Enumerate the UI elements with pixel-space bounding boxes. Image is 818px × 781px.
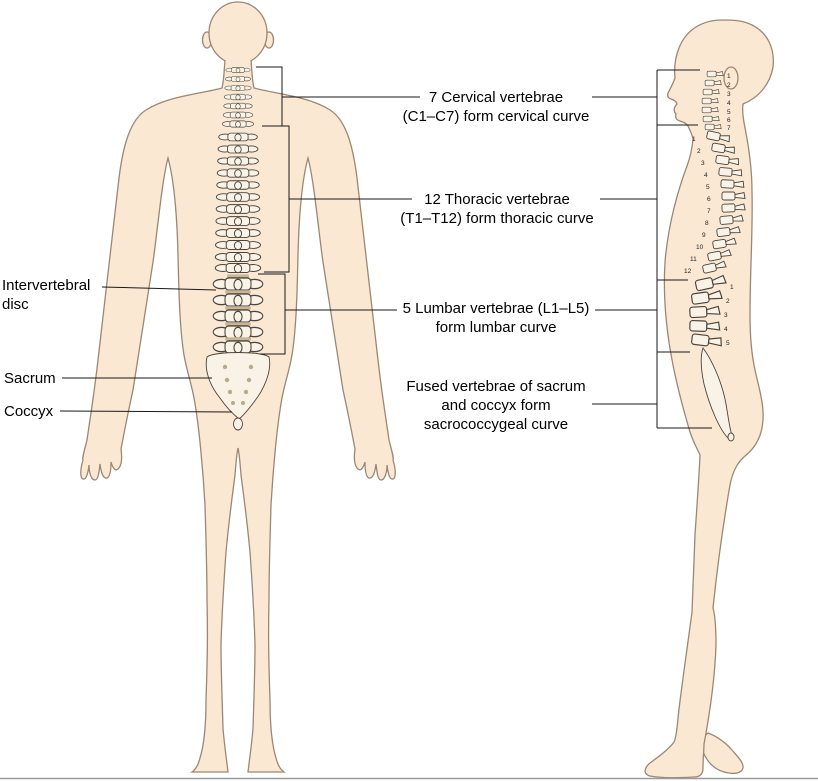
vertebra-number: 2 <box>726 298 730 305</box>
vertebra-number: 8 <box>705 220 709 227</box>
vertebra-number: 10 <box>696 244 704 251</box>
vertebra-number: 9 <box>702 232 706 239</box>
vertebra-number: 4 <box>727 100 731 107</box>
sacral-foramina <box>222 364 254 405</box>
vertebra <box>215 240 261 251</box>
vertebra <box>222 111 254 119</box>
lateral-bracket <box>656 69 712 429</box>
sacrum-shape <box>205 352 271 420</box>
lateral-spine: 1 2 3 4 5 6 7 1 2 3 4 5 6 7 8 9 10 11 12… <box>684 70 746 442</box>
region-label-right-leaders <box>592 96 657 405</box>
vertebra-number: 4 <box>704 172 708 179</box>
vertebra <box>225 76 251 82</box>
lateral-far-foot <box>699 732 744 775</box>
vertebra <box>212 340 264 354</box>
vertebra <box>224 85 252 91</box>
vertebra <box>222 120 254 128</box>
vertebra <box>215 216 261 226</box>
label-intervertebral-disc: Intervertebral disc <box>2 277 91 313</box>
label-cervical-region: 7 Cervical vertebrae (C1–C7) form cervic… <box>402 89 590 125</box>
label-sacrum: Sacrum <box>4 370 56 387</box>
vertebra <box>215 204 261 214</box>
vertebra <box>212 309 264 323</box>
vertebra <box>214 262 262 274</box>
vertebra-number: 11 <box>690 256 697 263</box>
vertebra-number: 2 <box>697 148 701 155</box>
vertebra <box>212 277 264 291</box>
intervertebral-disc-shape <box>225 306 251 310</box>
vertebra-number: 6 <box>707 196 711 203</box>
lateral-spine-numbers: 1 2 3 4 5 6 7 1 2 3 4 5 6 7 8 9 10 11 12… <box>684 73 734 347</box>
posterior-head <box>208 1 268 65</box>
lateral-coccyx-shape <box>727 432 735 442</box>
posterior-spine <box>205 67 271 431</box>
vertebra-number: 4 <box>724 326 728 333</box>
label-coccyx: Coccyx <box>4 403 54 420</box>
vertebra <box>212 293 264 307</box>
vertebra <box>215 228 261 239</box>
vertebra <box>216 168 260 178</box>
vertebra-number: 7 <box>707 208 711 215</box>
vertebra-number: 1 <box>692 136 696 143</box>
vertebra <box>214 251 262 263</box>
intervertebral-disc-shape <box>227 274 249 278</box>
vertebra <box>212 325 264 339</box>
vertebra <box>223 102 253 110</box>
part-label-leader-lines <box>59 286 233 413</box>
label-sacrococcygeal-region: Fused vertebrae of sacrum and coccyx for… <box>406 378 586 433</box>
lateral-ear <box>723 66 739 90</box>
vertebra-number: 7 <box>727 125 731 132</box>
vertebra <box>217 144 259 154</box>
vertebra <box>223 93 253 101</box>
label-lumbar-region: 5 Lumbar vertebrae (L1–L5) form lumbar c… <box>402 300 590 336</box>
vertebra-number: 12 <box>684 268 692 275</box>
vertebra <box>225 67 251 73</box>
vertebra-number: 3 <box>701 160 705 167</box>
coccyx-shape <box>233 417 243 431</box>
label-thoracic-region: 12 Thoracic vertebrae (T1–T12) form thor… <box>400 191 594 227</box>
posterior-brackets <box>256 66 420 355</box>
intervertebral-disc-shape <box>225 322 251 326</box>
vertebra <box>217 156 259 166</box>
vertebra <box>216 180 260 190</box>
vertebra-number: 5 <box>727 109 731 116</box>
vertebra-number: 1 <box>730 284 734 291</box>
vertebra <box>218 132 258 142</box>
vertebra-number: 1 <box>727 73 731 80</box>
intervertebral-disc-shape <box>225 337 251 341</box>
vertebra-number: 3 <box>727 91 731 98</box>
vertebra-number: 6 <box>727 117 731 124</box>
vertebra-number: 5 <box>706 184 710 191</box>
intervertebral-disc-shape <box>225 290 251 294</box>
vertebra-number: 5 <box>726 340 730 347</box>
vertebra-number: 3 <box>724 312 728 319</box>
vertebra <box>215 192 261 202</box>
vertebra-number: 2 <box>727 82 731 89</box>
